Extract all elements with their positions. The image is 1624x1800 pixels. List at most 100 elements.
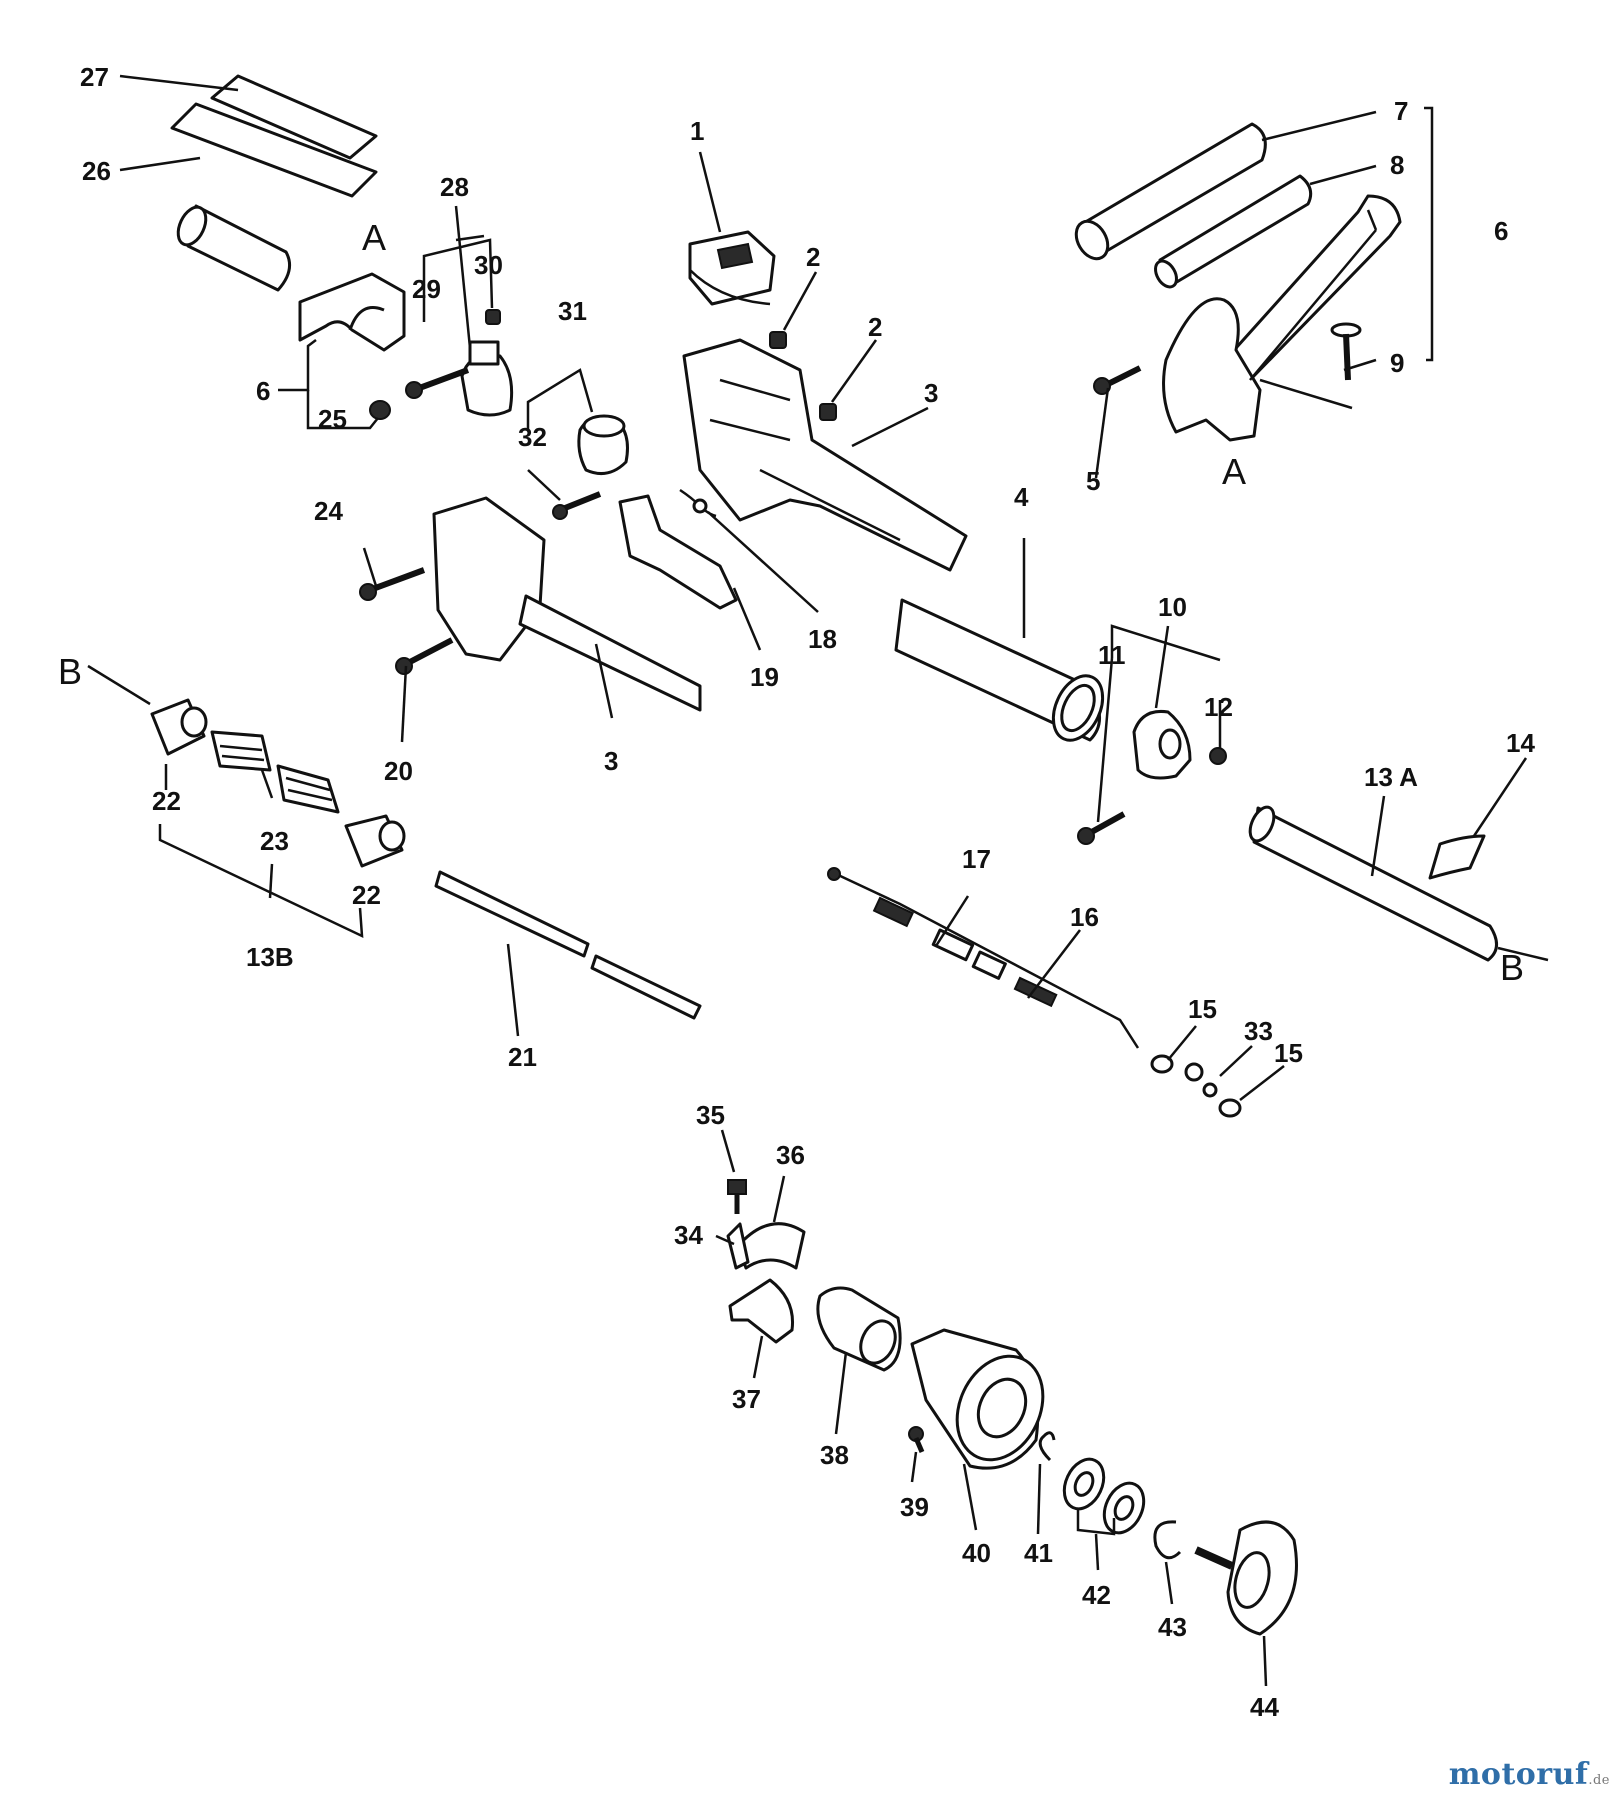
- part-5-screw: [1093, 365, 1142, 395]
- callout-3-lower: 3: [604, 746, 618, 776]
- callout-27: 27: [80, 62, 109, 92]
- callout-4: 4: [1014, 482, 1029, 512]
- watermark-text: motoruf: [1448, 1757, 1589, 1792]
- callout-25: 25: [318, 404, 347, 434]
- part-42-bearing-a: [1062, 1457, 1106, 1511]
- callout-24: 24: [314, 496, 343, 526]
- part-38-sleeve: [816, 1286, 902, 1372]
- part-3-handle-housing-left: [432, 496, 702, 712]
- ref-letter-b-right: B: [1500, 947, 1524, 988]
- callout-6-left: 6: [256, 376, 270, 406]
- part-26-decal: [170, 102, 378, 198]
- callout-13b: 13B: [246, 942, 294, 972]
- part-1-switch: [688, 230, 776, 306]
- part-23-bearing-b: [276, 764, 340, 814]
- part-4-grip-tube: [894, 598, 1105, 742]
- callout-9: 9: [1390, 348, 1404, 378]
- callout-17: 17: [962, 844, 991, 874]
- callout-40: 40: [962, 1538, 991, 1568]
- callout-20: 20: [384, 756, 413, 786]
- callout-5: 5: [1086, 466, 1100, 496]
- ref-letter-b-left: B: [58, 651, 82, 692]
- callout-19: 19: [750, 662, 779, 692]
- part-2-nut-upper: [769, 331, 787, 349]
- callout-6-right: 6: [1494, 216, 1508, 246]
- part-24-screw: [359, 567, 426, 601]
- ref-letter-a-right: A: [1222, 451, 1246, 492]
- callout-15-a: 15: [1188, 994, 1217, 1024]
- callout-39: 39: [900, 1492, 929, 1522]
- callout-38: 38: [820, 1440, 849, 1470]
- leader-lines: [87, 74, 1549, 1687]
- callout-22-right: 22: [352, 880, 381, 910]
- part-32-screw: [552, 491, 602, 520]
- part-9-bolt: [1330, 322, 1362, 381]
- part-31-clamp: [577, 414, 629, 476]
- part-14-label: [1428, 834, 1486, 880]
- part-6-handle-clamp-left: [298, 272, 406, 352]
- callout-21: 21: [508, 1042, 537, 1072]
- part-43-snap-ring: [1153, 1520, 1182, 1560]
- callout-22-left: 22: [152, 786, 181, 816]
- part-27-decal: [210, 74, 378, 160]
- part-8-grip-tube: [1154, 174, 1313, 289]
- ref-letter-a-left: A: [362, 217, 386, 258]
- callout-11: 11: [1098, 640, 1126, 670]
- callout-41: 41: [1024, 1538, 1053, 1568]
- part-19-trigger: [618, 494, 738, 610]
- callout-33: 33: [1244, 1016, 1273, 1046]
- part-34-clamp: [726, 1222, 750, 1270]
- callout-3-upper: 3: [924, 378, 938, 408]
- callout-2-lower: 2: [868, 312, 882, 342]
- callout-8: 8: [1390, 150, 1404, 180]
- part-16-throttle-cable: [827, 867, 1140, 1049]
- part-21-drive-shaft: [434, 870, 702, 1020]
- callout-10: 10: [1158, 592, 1187, 622]
- callout-23: 23: [260, 826, 289, 856]
- callout-1: 1: [690, 116, 704, 146]
- callout-13a: 13 A: [1364, 762, 1418, 792]
- callout-30: 30: [474, 250, 503, 280]
- part-15-washer-a: [1150, 1054, 1174, 1074]
- part-33-washer: [1184, 1062, 1218, 1098]
- callout-36: 36: [776, 1140, 805, 1170]
- part-41-snap-ring: [1038, 1431, 1056, 1462]
- part-30-nut: [485, 309, 501, 325]
- part-40-gear-case: [910, 1328, 1045, 1470]
- grip-tube-top-left: [176, 204, 292, 292]
- part-20-screw: [395, 637, 454, 675]
- callout-31: 31: [558, 296, 587, 326]
- part-12-nut: [1209, 747, 1227, 765]
- callout-7: 7: [1394, 96, 1408, 126]
- callout-15-b: 15: [1274, 1038, 1303, 1068]
- part-37-guard-bracket: [728, 1278, 795, 1344]
- callout-35: 35: [696, 1100, 725, 1130]
- part-13a-shaft-tube: [1248, 805, 1498, 962]
- part-42-bearing-b: [1102, 1481, 1146, 1535]
- callout-16: 16: [1070, 902, 1099, 932]
- callout-43: 43: [1158, 1612, 1187, 1642]
- part-2-nut-lower: [819, 403, 837, 421]
- part-22-bushing-right: [344, 814, 406, 868]
- callout-29: 29: [412, 274, 441, 304]
- callout-34: 34: [674, 1220, 703, 1250]
- part-22-bushing-left: [150, 698, 208, 756]
- callout-37: 37: [732, 1384, 761, 1414]
- callout-42: 42: [1082, 1580, 1111, 1610]
- part-25-nut: [369, 400, 391, 420]
- callout-2-upper: 2: [806, 242, 820, 272]
- callout-14: 14: [1506, 728, 1535, 758]
- part-10-clamp: [1132, 709, 1192, 780]
- callout-26: 26: [82, 156, 111, 186]
- callout-28: 28: [440, 172, 469, 202]
- part-44-blade-holder: [1194, 1520, 1298, 1636]
- callout-32: 32: [518, 422, 547, 452]
- part-11-screw: [1077, 811, 1126, 845]
- part-18-spring: [679, 488, 717, 518]
- part-23-bearing-a: [210, 730, 272, 772]
- part-36-clamp: [736, 1222, 806, 1270]
- callout-18: 18: [808, 624, 837, 654]
- part-15-washer-b: [1218, 1098, 1242, 1118]
- callout-44: 44: [1250, 1692, 1279, 1722]
- part-28-clamp: [460, 340, 514, 417]
